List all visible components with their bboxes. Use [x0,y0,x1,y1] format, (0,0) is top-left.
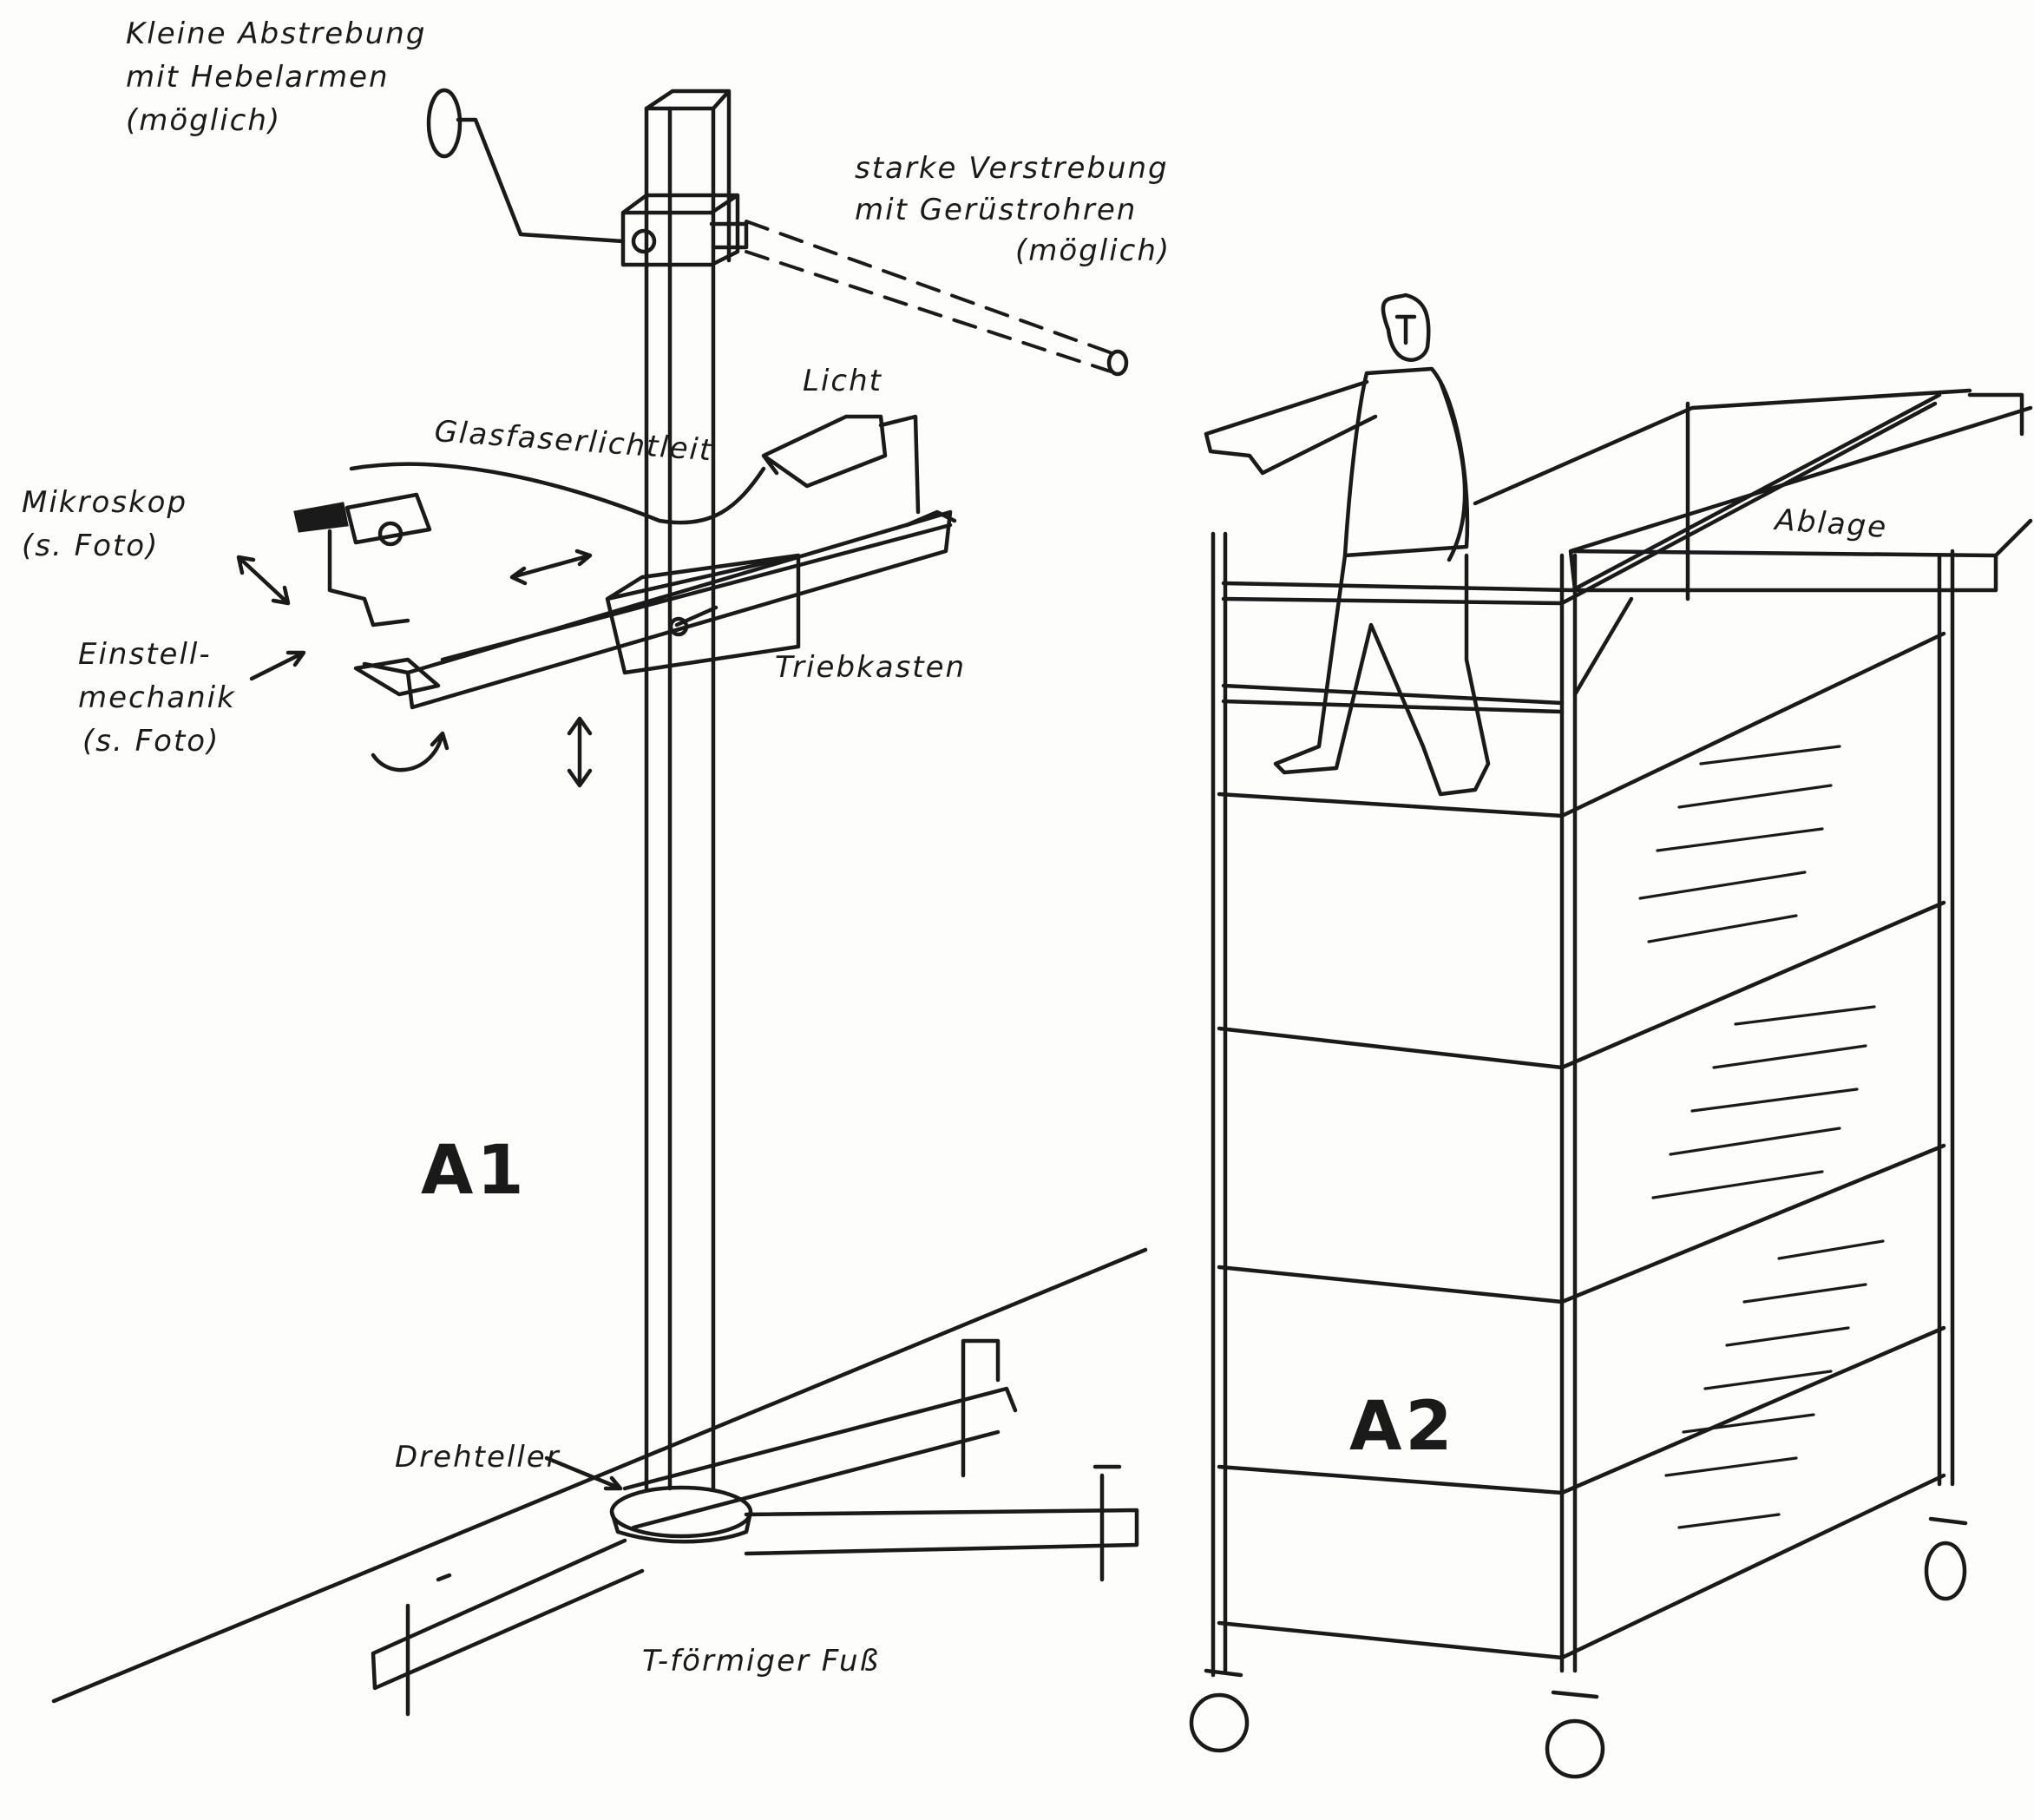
shelf-corner [1967,392,2024,437]
microscope-stand-a1 [51,88,1148,1717]
label-einstell-2: mechanik [78,680,236,715]
mid-rail [1221,683,1565,714]
deck-5 [1217,1473,1946,1660]
adjust-base [353,657,441,697]
label-einstell-3: (s. Foto) [82,724,220,759]
labels: Kleine Abstrebung mit Hebelarmen (möglic… [22,16,1888,1679]
label-starke-verstrebung-3: (möglich) [1015,233,1171,268]
shelf-strut [1572,596,1634,697]
top-rail [1221,392,1942,606]
drehteller-pointer [544,1455,623,1491]
tube-end [1106,349,1129,377]
tilt-arrow [236,555,291,606]
wheel-brakes [1204,1516,1968,1699]
clamp-bolt [631,228,657,254]
scaffold-tube-lower [745,250,1112,373]
person-pointing-arm [1204,379,1378,476]
brace-pad [426,88,463,159]
scaffold-tube-upper [745,220,1121,358]
small-brace-rod [456,117,626,244]
rolling-scaffold-a2 [1189,292,2033,1779]
stand-column [644,106,716,1491]
microscope-body [293,502,349,533]
shelf-ablage [1568,405,2033,593]
deck-2 [1217,900,1946,1070]
back-rail [1473,388,1972,506]
floor-line [51,1247,1148,1704]
light-bracket [878,414,921,515]
label-a2: A2 [1349,1388,1456,1466]
person-face [1394,314,1417,345]
wheel-front-left [1189,1692,1250,1753]
horizontal-arm [362,509,953,710]
label-drehteller: Drehteller [395,1440,561,1475]
wheel-front-right [1545,1718,1605,1779]
wheel-back-right [1924,1541,1967,1601]
einstell-pointer [249,650,306,681]
label-kleine-abstrebung-3: (möglich) [126,103,281,138]
stair-flight-1 [1638,745,1841,943]
post-front-right [1559,553,1578,1673]
fiber-optic-cable [349,462,766,525]
person-figure [1204,292,1491,797]
label-a1: A1 [421,1132,528,1210]
label-starke-verstrebung-2: mit Gerüstrohren [855,193,1137,227]
light-source [761,414,888,489]
foot-leg-right [1092,1464,1122,1582]
label-kleine-abstrebung-1: Kleine Abstrebung [126,16,426,51]
clamp-socket [709,221,749,250]
label-kleine-abstrebung-2: mit Hebelarmen [126,60,390,95]
stair-flight-3 [1664,1239,1885,1529]
post-back-right [1937,549,1955,1487]
foot-beam-back [622,1386,1018,1530]
drive-box-screw [668,616,689,637]
label-licht: Licht [803,364,882,398]
collar-clamp [620,193,740,267]
person-head [1381,292,1431,362]
label-starke-verstrebung-1: starke Verstrebung [855,151,1169,186]
foot-leg-back [961,1338,1001,1478]
foot-leg-left [405,1573,452,1717]
label-triebkasten: Triebkasten [775,650,966,685]
person-other-arm [1438,379,1467,562]
microscope-knob [377,521,404,547]
deck-3 [1217,1143,1946,1304]
microscope-eyepiece [344,492,432,545]
post-front-left [1211,531,1228,1678]
stair-flight-2 [1651,1005,1876,1199]
label-mikroskop-1: Mikroskop [22,485,187,520]
deck-4 [1217,1325,1946,1495]
drive-box [605,553,801,675]
slide-arrow [509,549,593,586]
foot-beam-left [371,1538,645,1691]
column-top [644,89,732,263]
person-legs [1273,553,1491,797]
rotate-arrow [371,731,449,772]
foot-beam-right [744,1508,1139,1556]
turntable-side [609,1509,753,1544]
adjust-mechanism [327,529,410,627]
deck-1 [1217,631,1946,818]
vertical-arrow [567,716,593,788]
person-torso [1342,366,1470,558]
label-einstell-1: Einstell- [78,637,212,672]
arm-end [904,509,957,528]
label-mikroskop-2: (s. Foto) [22,529,159,563]
label-ablage: Ablage [1772,503,1888,545]
label-t-fuss: T-förmiger Fuß [642,1644,880,1679]
